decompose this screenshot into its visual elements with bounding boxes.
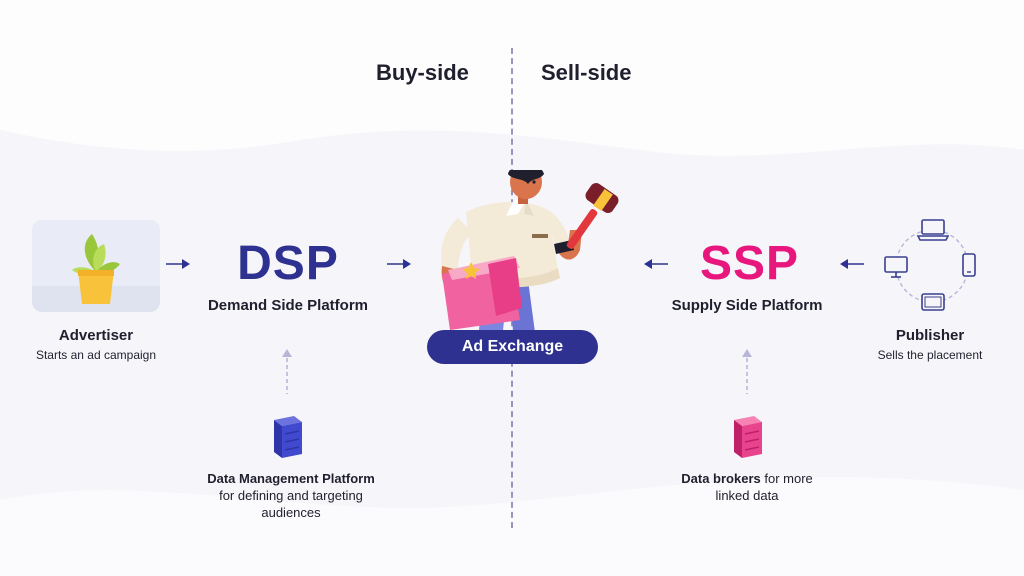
- server-icon: [734, 416, 762, 458]
- advertiser-card: [32, 220, 160, 312]
- arrow-right-icon: [387, 259, 411, 269]
- data-brokers-rest: for more: [760, 471, 813, 486]
- dmp-description: Data Management Platform for defining an…: [180, 470, 402, 521]
- arrow-right-icon: [166, 259, 190, 269]
- auctioneer-gavel-icon: [440, 170, 619, 340]
- advertiser-subtitle: Starts an ad campaign: [35, 348, 157, 362]
- dsp-name: Demand Side Platform: [207, 297, 369, 314]
- phone-icon: [962, 253, 976, 277]
- dmp-line3: audiences: [261, 505, 321, 520]
- arrow-up-dashed-icon: [742, 349, 752, 394]
- data-brokers-title: Data brokers: [681, 471, 761, 486]
- data-brokers-description: Data brokers for more linked data: [660, 470, 834, 504]
- monitor-icon: [884, 256, 908, 278]
- dmp-title: Data Management Platform: [207, 471, 375, 486]
- dsp-acronym: DSP: [237, 237, 339, 290]
- tablet-icon: [921, 293, 945, 311]
- dmp-line2: for defining and targeting: [219, 488, 363, 503]
- publisher-devices: [884, 219, 976, 311]
- publisher-subtitle: Sells the placement: [877, 348, 983, 362]
- ssp-acronym: SSP: [700, 237, 800, 290]
- data-brokers-line2: linked data: [715, 488, 779, 503]
- publisher-title: Publisher: [895, 327, 965, 344]
- ad-exchange-pill: Ad Exchange: [427, 330, 598, 364]
- buy-side-title: Buy-side: [376, 60, 469, 85]
- arrow-up-dashed-icon: [282, 349, 292, 394]
- arrow-left-icon: [840, 259, 864, 269]
- sell-side-title: Sell-side: [541, 60, 632, 85]
- arrow-left-icon: [644, 259, 668, 269]
- plant-pot-icon: [72, 234, 120, 304]
- server-icon: [274, 416, 302, 458]
- ssp-name: Supply Side Platform: [671, 297, 823, 314]
- laptop-icon: [916, 219, 950, 241]
- advertiser-title: Advertiser: [58, 327, 134, 344]
